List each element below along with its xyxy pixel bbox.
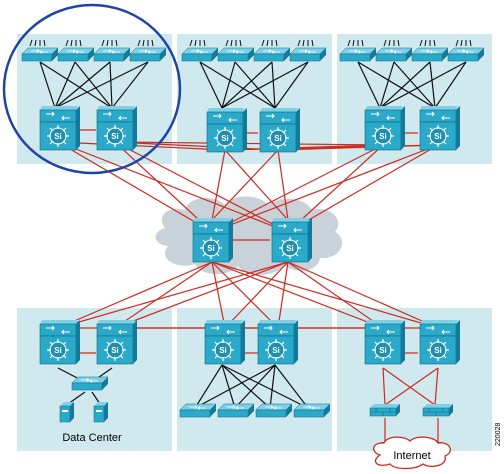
si-switch-icon [364,105,406,151]
building-panel-5 [177,308,332,451]
figure-id: 220028 [495,423,502,446]
firewall-icon [369,403,401,417]
si-switch-icon [39,105,81,151]
access-switch-icon [71,376,109,391]
internet-label: Internet [393,450,430,462]
si-switch-icon [259,107,301,153]
access-switch-icon [217,403,255,418]
server-icon [59,401,75,423]
access-switch-icon [255,403,293,418]
firewall-icon [422,403,454,417]
highlight-ring [2,3,182,175]
data-center-label: Data Center [62,432,122,444]
si-switch-icon [204,319,246,365]
si-switch-icon [419,319,461,365]
access-switch-icon [293,403,331,418]
access-switch-icon [375,47,413,62]
si-switch-icon [206,107,248,153]
server-icon [93,401,109,423]
si-switch-icon [257,319,299,365]
internet-edge-panel [337,308,492,451]
si-switch-icon [364,319,406,365]
access-switches-top [21,39,485,62]
si-switch-icon [271,217,313,263]
access-switch-icon [339,47,377,62]
internet-cloud-icon [373,436,451,470]
si-switch-icon [39,319,81,365]
si-switch-icon [419,105,461,151]
access-switch-icon [411,47,449,62]
si-switch-icon [96,319,138,365]
access-switch-icon [217,47,255,62]
access-switch-icon [179,403,217,418]
access-switch-icon [447,47,485,62]
si-switch-icon [192,217,234,263]
access-switch-icon [57,47,95,62]
access-switch-icon [253,47,291,62]
access-switch-icon [129,47,167,62]
access-switch-icon [289,47,327,62]
access-switch-icon [181,47,219,62]
si-switch-icon [96,105,138,151]
access-switch-icon [93,47,131,62]
access-links-top [39,61,467,109]
access-switch-icon [21,47,59,62]
